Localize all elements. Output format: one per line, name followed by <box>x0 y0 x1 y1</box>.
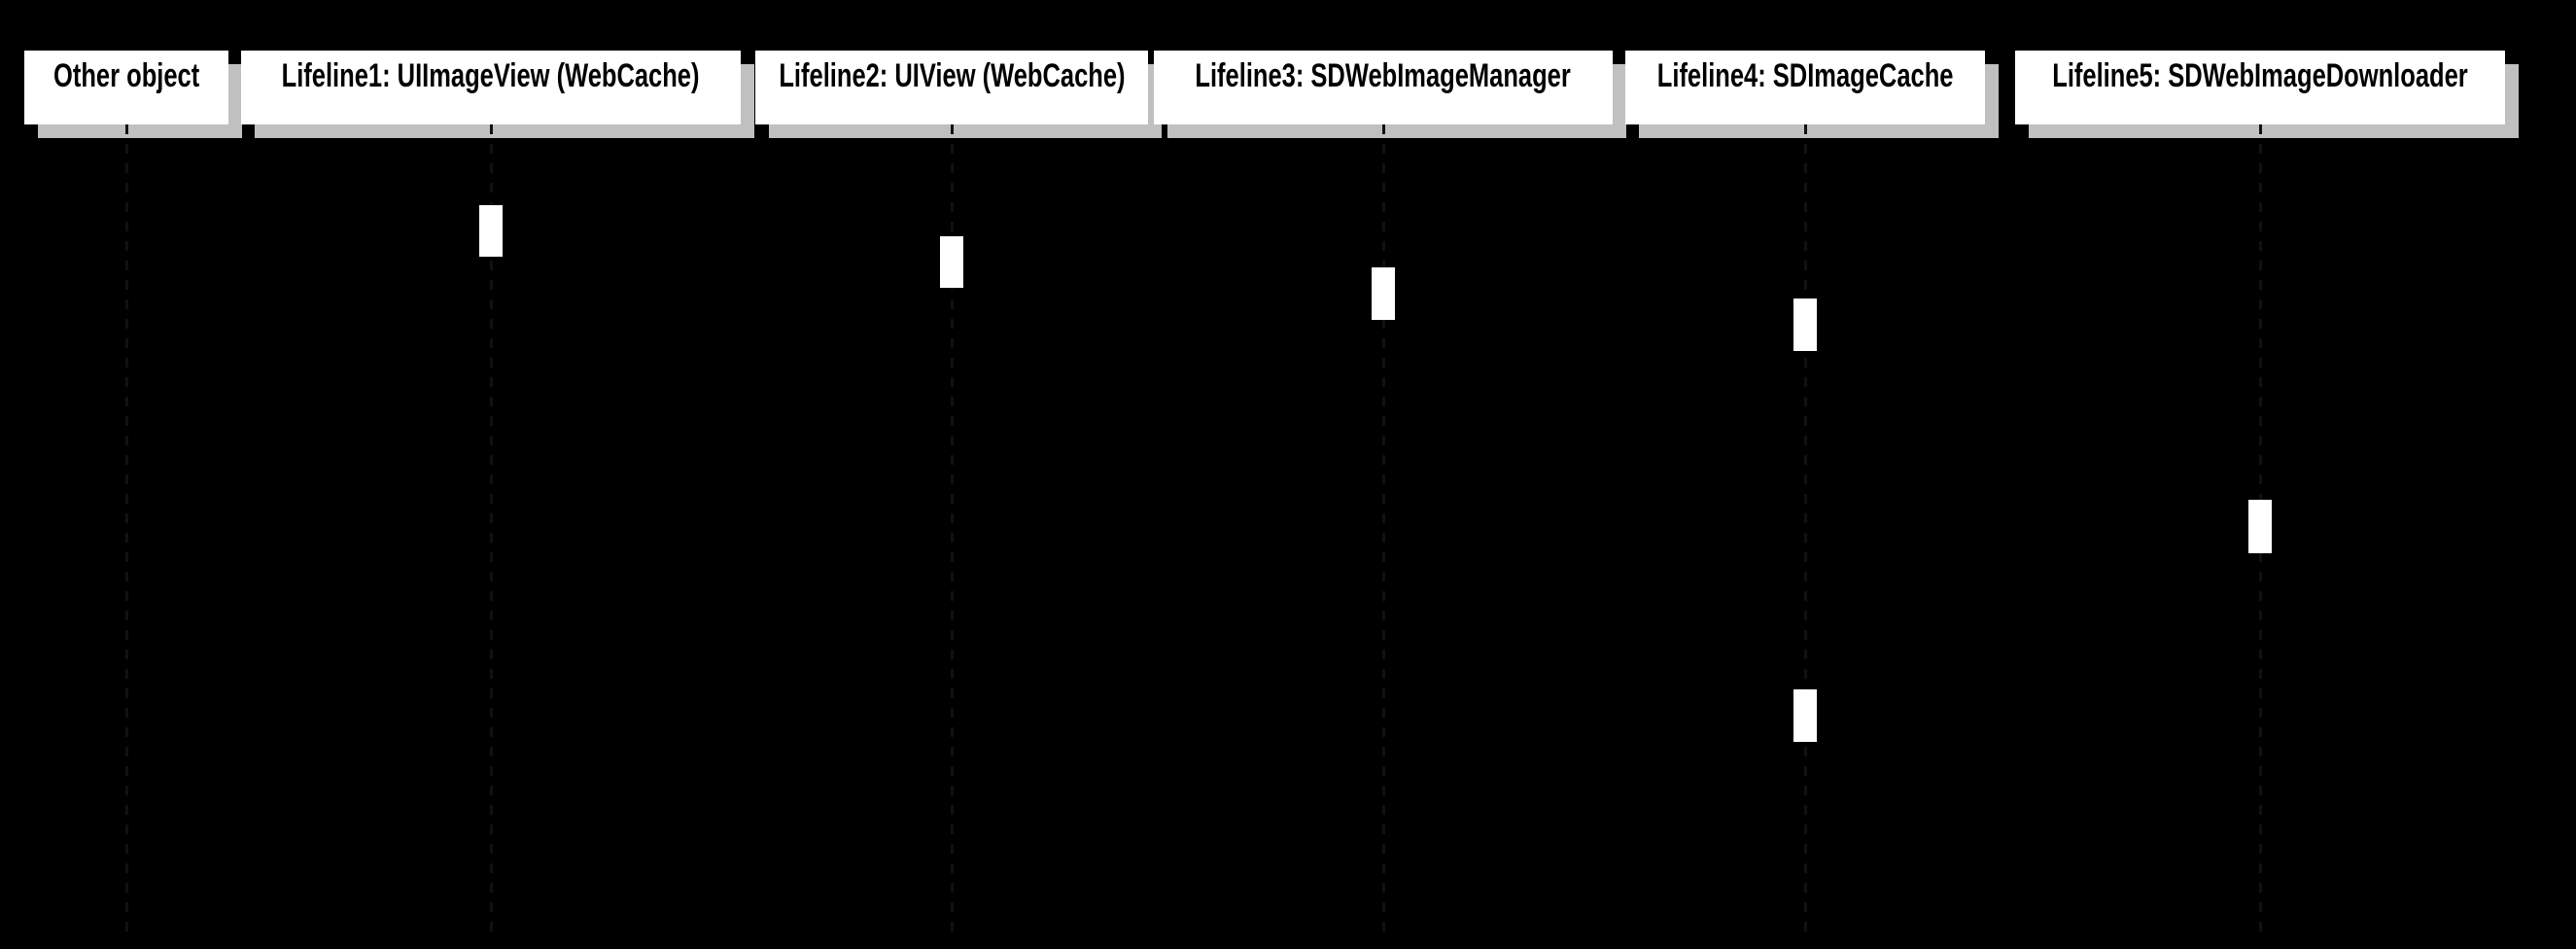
lifeline-header-label: Lifeline3: SDWebImageManager <box>1195 57 1572 94</box>
activation-bar-lifeline4-a <box>1793 299 1817 351</box>
lifeline-header-lifeline1: Lifeline1: UIImageView (WebCache) <box>241 51 741 124</box>
lifeline-header-lifeline2: Lifeline2: UIView (WebCache) <box>755 51 1148 124</box>
lifeline-dashed-line-lifeline1 <box>489 124 493 933</box>
lifeline-header-label: Lifeline5: SDWebImageDownloader <box>2052 57 2468 94</box>
lifeline-header-lifeline5: Lifeline5: SDWebImageDownloader <box>2015 51 2505 124</box>
lifeline-header-label: Lifeline1: UIImageView (WebCache) <box>282 57 700 94</box>
lifeline-dashed-line-lifeline2 <box>950 124 954 933</box>
lifeline-dashed-line-other-object <box>124 124 128 933</box>
activation-bar-lifeline3 <box>1372 267 1395 320</box>
lifeline-header-label: Lifeline4: SDImageCache <box>1656 57 1954 94</box>
lifeline-header-label: Lifeline2: UIView (WebCache) <box>778 57 1126 94</box>
activation-bar-lifeline5 <box>2248 500 2272 553</box>
activation-bar-lifeline2 <box>940 236 963 288</box>
activation-bar-lifeline4-b <box>1793 689 1817 742</box>
activation-bar-lifeline1 <box>479 205 503 257</box>
lifeline-dashed-line-lifeline4 <box>1803 124 1807 933</box>
lifeline-dashed-line-lifeline3 <box>1381 124 1385 933</box>
lifeline-header-other-object: Other object <box>24 51 228 124</box>
lifeline-header-lifeline4: Lifeline4: SDImageCache <box>1625 51 1985 124</box>
lifeline-header-lifeline3: Lifeline3: SDWebImageManager <box>1154 51 1613 124</box>
lifeline-header-label: Other object <box>52 57 200 94</box>
